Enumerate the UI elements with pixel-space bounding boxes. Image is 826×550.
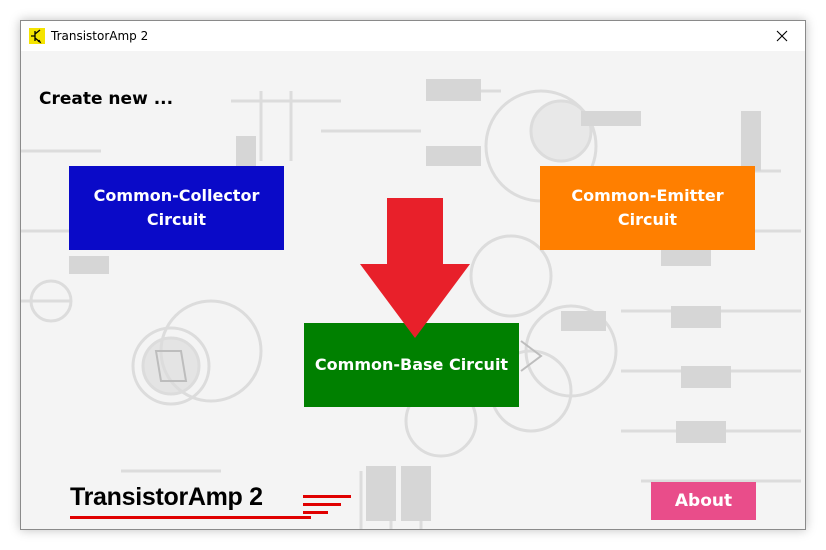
close-icon (776, 30, 788, 42)
arrow-down-icon (360, 198, 470, 338)
common-base-button[interactable]: Common-Base Circuit (304, 323, 519, 407)
main-content: Create new ... Common-Collector Circuit … (21, 51, 805, 529)
create-new-heading: Create new ... (39, 89, 174, 109)
common-base-label: Common-Base Circuit (314, 355, 509, 374)
transistor-app-icon (29, 28, 45, 44)
app-logo-text: TransistorAmp 2 (70, 483, 263, 511)
circuit-board-background (21, 79, 801, 529)
app-logo-underline (70, 495, 351, 519)
about-label: About (674, 491, 733, 511)
common-emitter-button[interactable]: Common-Emitter Circuit (540, 166, 755, 250)
close-button[interactable] (759, 21, 805, 51)
app-window: TransistorAmp 2 (20, 20, 806, 530)
common-collector-button[interactable]: Common-Collector Circuit (69, 166, 284, 250)
window-title: TransistorAmp 2 (51, 29, 149, 43)
common-collector-label: Common-Collector Circuit (93, 186, 260, 229)
about-button[interactable]: About (651, 482, 756, 520)
title-bar[interactable]: TransistorAmp 2 (21, 21, 805, 51)
common-emitter-label: Common-Emitter Circuit (571, 186, 724, 229)
